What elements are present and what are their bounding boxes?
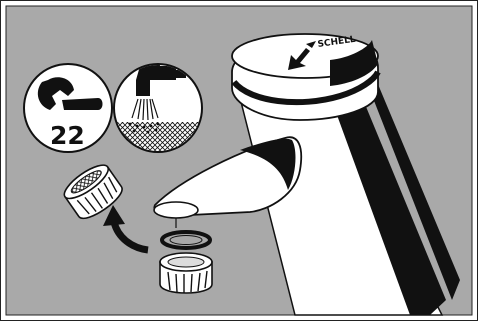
wrench-size-label: 22 (50, 121, 85, 150)
wrench-badge: 22 (24, 64, 112, 152)
faucet-cap: SCHELL (232, 34, 378, 120)
aerator-bottom (160, 253, 212, 293)
